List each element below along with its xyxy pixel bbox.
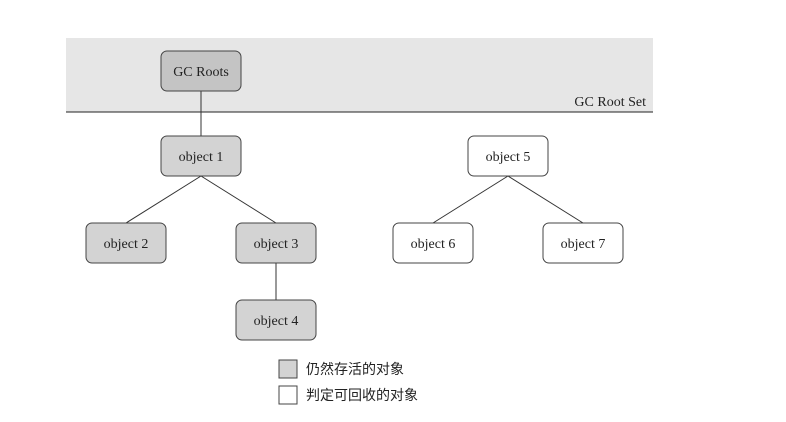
node-label-object-1: object 1: [179, 150, 224, 165]
node-object-6: object 6: [392, 222, 474, 264]
legend: 仍然存活的对象 判定可回收的对象: [278, 359, 418, 405]
node-label-object-6: object 6: [411, 237, 456, 252]
root-set-band: [66, 38, 653, 112]
legend-live-swatch: [278, 359, 298, 379]
node-object-7: object 7: [542, 222, 624, 264]
root-set-label: GC Root Set: [574, 95, 646, 110]
node-label-gc-roots: GC Roots: [173, 65, 229, 80]
node-object-2: object 2: [85, 222, 167, 264]
node-gc-roots: GC Roots: [160, 50, 242, 92]
node-object-1: object 1: [160, 135, 242, 177]
node-object-3: object 3: [235, 222, 317, 264]
node-box-gc-roots: [160, 50, 242, 92]
node-label-object-5: object 5: [486, 150, 531, 165]
node-object-5: object 5: [467, 135, 549, 177]
node-label-object-7: object 7: [561, 237, 606, 252]
legend-dead-label: 判定可回收的对象: [306, 388, 418, 404]
edge-object-1-to-object-3: [200, 175, 277, 224]
edge-object-1-to-object-2: [125, 175, 202, 224]
legend-live-label: 仍然存活的对象: [306, 361, 404, 378]
node-object-4: object 4: [235, 299, 317, 341]
node-box-object-2: [85, 222, 167, 264]
node-box-object-4: [235, 299, 317, 341]
node-box-object-5: [467, 135, 549, 177]
edges-layer: [125, 91, 584, 300]
node-label-object-4: object 4: [254, 314, 299, 329]
node-box-object-7: [542, 222, 624, 264]
node-box-object-6: [392, 222, 474, 264]
edge-object-5-to-object-6: [432, 175, 509, 224]
node-box-object-3: [235, 222, 317, 264]
node-box-object-1: [160, 135, 242, 177]
legend-dead-swatch: [278, 385, 298, 405]
node-label-object-2: object 2: [104, 237, 149, 252]
node-label-object-3: object 3: [254, 237, 299, 252]
nodes-layer: GC Roots object 1 object 2 object 3 object 4…: [85, 50, 624, 341]
edge-object-5-to-object-7: [507, 175, 584, 224]
